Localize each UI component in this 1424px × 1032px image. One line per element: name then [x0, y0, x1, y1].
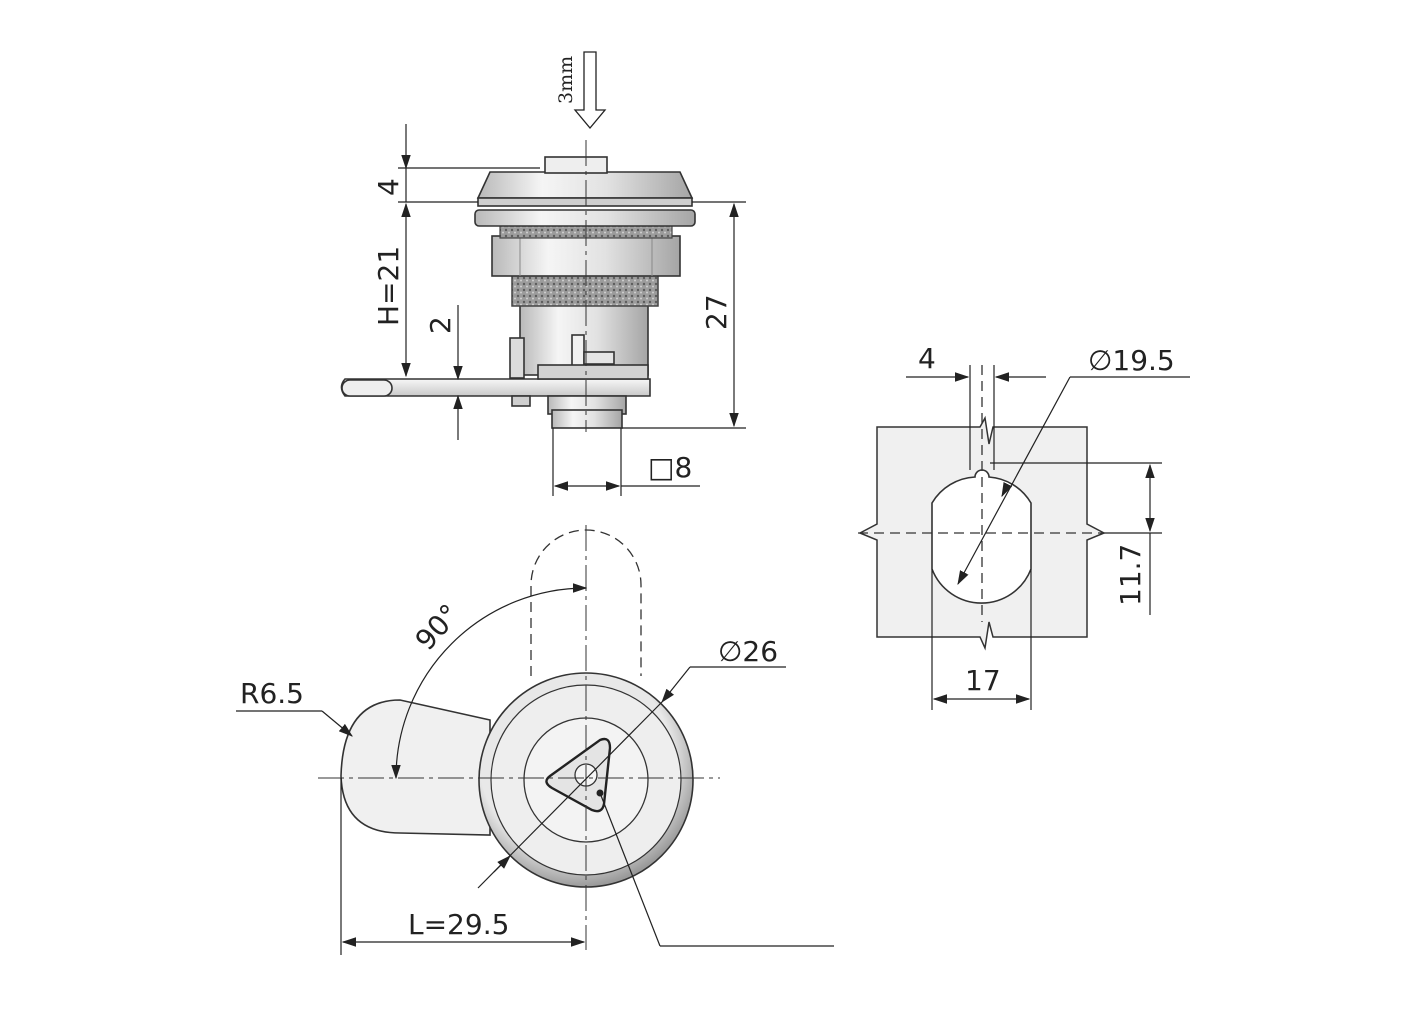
- cam-plate: [340, 378, 651, 397]
- dim-cutout-flat: 4: [906, 342, 1046, 470]
- dim-cam-length: L=29.5: [340, 778, 586, 955]
- svg-text:17: 17: [965, 664, 1001, 697]
- dim-cutout-height: 11.7: [990, 462, 1162, 615]
- side-view: 3mm 4 H=21 2 27: [340, 51, 746, 496]
- svg-text:R6.5: R6.5: [240, 677, 304, 710]
- svg-text:∅19.5: ∅19.5: [1088, 344, 1175, 377]
- svg-text:∅26: ∅26: [718, 635, 778, 668]
- cam-arm: [340, 699, 491, 836]
- svg-text:4: 4: [918, 342, 936, 375]
- dim-cam-thickness: 2: [424, 305, 463, 440]
- dim-head-height: 4: [372, 124, 540, 203]
- svg-text:27: 27: [700, 294, 733, 330]
- lock-head: [476, 156, 694, 207]
- washer: [474, 209, 696, 227]
- dim-cutout-width: 17: [931, 569, 1032, 710]
- front-view: 90° R6.5 ∅26 L=29.5: [236, 525, 834, 955]
- svg-text:2: 2: [424, 316, 457, 334]
- push-arrow: [573, 51, 607, 130]
- dim-square-key: □8: [552, 428, 700, 496]
- panel-cutout: [931, 469, 1032, 604]
- svg-text:L=29.5: L=29.5: [408, 908, 509, 941]
- dim-head-diameter: ∅26: [477, 635, 786, 889]
- dim-height: H=21: [372, 202, 411, 378]
- svg-text:□8: □8: [648, 451, 692, 484]
- index-leader: [599, 792, 661, 947]
- lower-body: [509, 304, 649, 429]
- svg-text:90°: 90°: [409, 598, 467, 657]
- svg-text:H=21: H=21: [372, 246, 405, 326]
- push-depth-label: 3mm: [555, 56, 577, 104]
- svg-text:11.7: 11.7: [1114, 544, 1147, 606]
- dim-cam-radius: R6.5: [236, 677, 353, 737]
- svg-text:4: 4: [372, 178, 405, 196]
- dim-cutout-diameter: ∅19.5: [957, 344, 1190, 586]
- dim-total-length: 27: [622, 201, 746, 429]
- cutout-view: 4 ∅19.5 11.7 17: [858, 342, 1190, 710]
